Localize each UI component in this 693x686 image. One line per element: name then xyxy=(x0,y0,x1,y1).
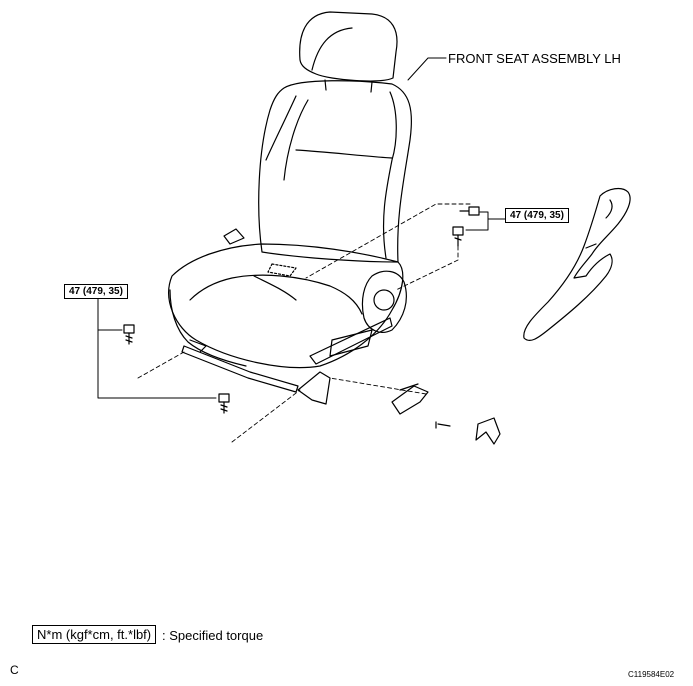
assembly-leader-line xyxy=(407,57,447,81)
torque-callout-left: 47 (479, 35) xyxy=(64,284,128,299)
seat-back xyxy=(223,80,413,263)
seat-small-parts xyxy=(391,383,501,445)
torque-callout-right: 47 (479, 35) xyxy=(505,208,569,223)
torque-legend-description: : Specified torque xyxy=(162,628,264,643)
headrest xyxy=(299,11,398,93)
bolt-icon xyxy=(452,226,464,247)
bolt-icon xyxy=(123,324,135,345)
bolt-icon xyxy=(218,393,230,414)
corner-letter: C xyxy=(10,663,19,677)
seat-cushion xyxy=(168,243,404,369)
bolt-icons xyxy=(123,206,480,414)
seat-track-cover xyxy=(523,187,631,342)
torque-leader-lines xyxy=(97,211,506,399)
seat-rails xyxy=(181,339,299,393)
seat-side-mechanism xyxy=(297,270,407,405)
dashed-alignment-lines xyxy=(137,203,471,443)
illustration-code: C119584E02 xyxy=(628,670,675,679)
assembly-label: FRONT SEAT ASSEMBLY LH xyxy=(448,51,621,66)
torque-unit-legend: N*m (kgf*cm, ft.*lbf) xyxy=(32,625,157,644)
bolt-icon xyxy=(459,206,480,216)
